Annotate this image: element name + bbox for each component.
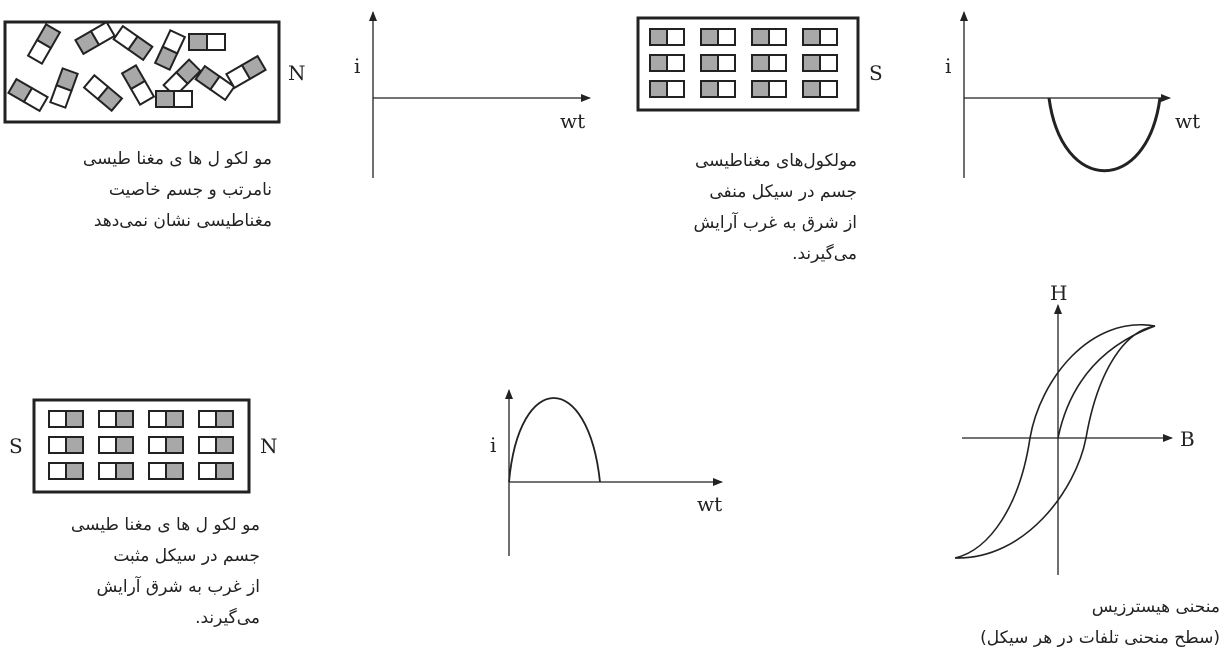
pos-graph-wt-label: wt	[697, 492, 722, 516]
caption-line: نامرتب و جسم خاصیت	[72, 175, 272, 206]
molecule	[803, 81, 837, 97]
random-molecules	[8, 22, 265, 111]
random-box-pole-n: N	[288, 61, 306, 85]
neg-graph-wt-label: wt	[1175, 109, 1200, 133]
molecule	[155, 30, 185, 69]
hysteresis-graph: H B	[955, 281, 1195, 575]
molecule	[701, 55, 735, 71]
positive-box-pole-s: S	[9, 434, 23, 458]
molecule	[752, 55, 786, 71]
caption-line: مو لکو ل ها ی مغنا طیسی	[62, 510, 260, 541]
molecule	[199, 463, 233, 479]
negative-half-cycle-graph: i wt	[945, 12, 1200, 178]
molecule	[50, 68, 77, 107]
molecule	[99, 463, 133, 479]
empty-graph-i-label: i	[354, 54, 360, 78]
positive-half-cycle-graph: i wt	[490, 390, 722, 556]
caption-line: می‌گیرند.	[667, 239, 857, 270]
caption-line: جسم در سیکل منفی	[667, 177, 857, 208]
molecule	[49, 437, 83, 453]
caption-line: از غرب به شرق آرایش	[62, 572, 260, 603]
molecule	[156, 91, 192, 107]
molecule	[75, 22, 114, 54]
hysteresis-b-label: B	[1180, 427, 1195, 451]
caption-line: مو لکو ل ها ی مغنا طیسی	[72, 144, 272, 175]
pos-graph-i-label: i	[490, 433, 496, 457]
molecule	[803, 29, 837, 45]
molecule	[650, 55, 684, 71]
positive-half-wave	[509, 398, 600, 482]
molecule	[752, 29, 786, 45]
negative-half-wave	[1049, 98, 1160, 171]
neg-graph-i-label: i	[945, 54, 951, 78]
molecule	[650, 29, 684, 45]
molecule	[99, 411, 133, 427]
caption-random-molecules: مو لکو ل ها ی مغنا طیسی نامرتب و جسم خاص…	[72, 144, 272, 237]
aligned-molecules-positive	[49, 411, 233, 479]
aligned-molecules-negative	[650, 29, 837, 97]
empty-graph-wt-label: wt	[560, 109, 585, 133]
caption-line: مولکول‌های مغناطیسی	[667, 146, 857, 177]
caption-hysteresis: منحنی هیسترزیس (سطح منحنی تلفات در هر سی…	[958, 592, 1220, 654]
initial-magnetization-curve	[1058, 326, 1155, 438]
molecule	[196, 66, 235, 100]
negative-box-pole-s: S	[869, 61, 883, 85]
molecule	[122, 65, 154, 104]
molecule	[199, 411, 233, 427]
molecule	[199, 437, 233, 453]
caption-negative-cycle: مولکول‌های مغناطیسی جسم در سیکل منفی از …	[667, 146, 857, 270]
positive-cycle-box	[34, 400, 249, 492]
molecule	[149, 411, 183, 427]
caption-line: منحنی هیسترزیس	[958, 592, 1220, 623]
negative-cycle-box	[638, 18, 858, 110]
caption-line: (سطح منحنی تلفات در هر سیکل)	[958, 623, 1220, 654]
caption-line: جسم در سیکل مثبت	[62, 541, 260, 572]
molecule	[226, 56, 265, 88]
positive-box-pole-n: N	[260, 434, 278, 458]
molecule	[701, 29, 735, 45]
molecule	[701, 81, 735, 97]
molecule	[149, 437, 183, 453]
hysteresis-h-label: H	[1050, 281, 1067, 305]
random-molecules-box	[5, 22, 279, 122]
molecule	[8, 79, 47, 111]
caption-line: از شرق به غرب آرایش	[667, 208, 857, 239]
hysteresis-ascending-branch	[955, 326, 1155, 558]
molecule	[28, 24, 60, 63]
caption-line: مغناطیسی نشان نمی‌دهد	[72, 206, 272, 237]
molecule	[49, 411, 83, 427]
molecule	[114, 26, 153, 60]
molecule	[99, 437, 133, 453]
molecule	[650, 81, 684, 97]
caption-positive-cycle: مو لکو ل ها ی مغنا طیسی جسم در سیکل مثبت…	[62, 510, 260, 634]
caption-line: می‌گیرند.	[62, 603, 260, 634]
molecule	[189, 34, 225, 50]
hysteresis-descending-branch	[955, 325, 1155, 558]
molecule	[752, 81, 786, 97]
empty-current-graph: i wt	[354, 12, 590, 178]
molecule	[84, 75, 122, 110]
molecule	[49, 463, 83, 479]
molecule	[149, 463, 183, 479]
molecule	[803, 55, 837, 71]
